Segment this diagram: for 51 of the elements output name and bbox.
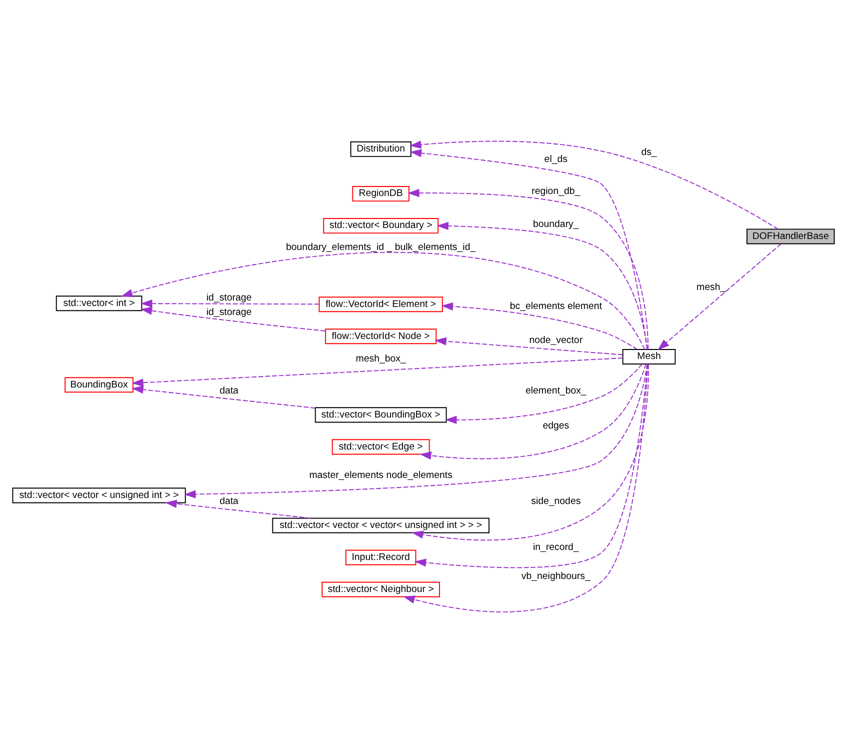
arrow [132,386,316,409]
node-box: std::vector< Boundary > [323,218,439,234]
arrow [165,500,312,519]
arrow [434,337,623,356]
arrow [410,140,778,230]
arrow [403,364,648,612]
node-box: std::vector< Neighbour > [322,582,440,598]
edge-label: master_elements node_elements [309,470,452,481]
edge-label: mesh_box_ [356,354,406,365]
arrow [441,302,638,350]
arrow [410,149,648,350]
node-box: RegionDB [352,186,410,202]
edge-label: node_vector [529,335,583,346]
edge-label: boundary_elements_id _ bulk_elements_id_ [286,242,476,254]
edge-label: boundary_ [533,218,579,230]
arrow [436,222,648,350]
node-box: flow::VectorId< Node > [325,328,437,344]
edge-label: bc_elements element [510,301,602,312]
edge-label: data [220,496,238,508]
arrow [184,364,648,498]
arrow [408,188,649,350]
node-box: std::vector< vector < vector< unsigned int > > > [272,518,490,534]
edge-label: id_storage [206,307,252,318]
arrow [140,300,320,308]
arrow [120,252,646,350]
node-box: std::vector< Edge > [332,439,430,455]
node-box: Mesh [622,348,676,364]
node-box: Input::Record [345,550,416,566]
node-box: Distribution [350,141,412,157]
arrow [658,244,782,350]
node-box: std::vector< vector < unsigned int > > [12,488,186,504]
edge-label: data [220,386,238,397]
node-box: std::vector< int > [56,296,142,312]
edge-label: id_storage [206,292,252,304]
node-box: std::vector< BoundingBox > [314,407,447,423]
edge-label: side_nodes [531,496,581,508]
edge-label: in_record_ [533,542,579,553]
edge-label: vb_neighbours_ [521,570,590,582]
edge-label: element_box_ [525,386,586,397]
node-box: DOFHandlerBase [746,228,835,244]
edge-label: el_ds [544,154,568,165]
edge-label: ds_ [641,146,657,158]
arrow [445,364,643,424]
edge-label: mesh_ [696,282,726,293]
edge-label: edges [542,420,570,432]
node-box: BoundingBox [64,377,134,393]
arrow [420,364,646,460]
edge-label: region_db_ [532,186,580,197]
arrow [132,358,624,387]
node-box: flow::VectorId< Element > [318,296,443,312]
arrow [140,306,326,332]
